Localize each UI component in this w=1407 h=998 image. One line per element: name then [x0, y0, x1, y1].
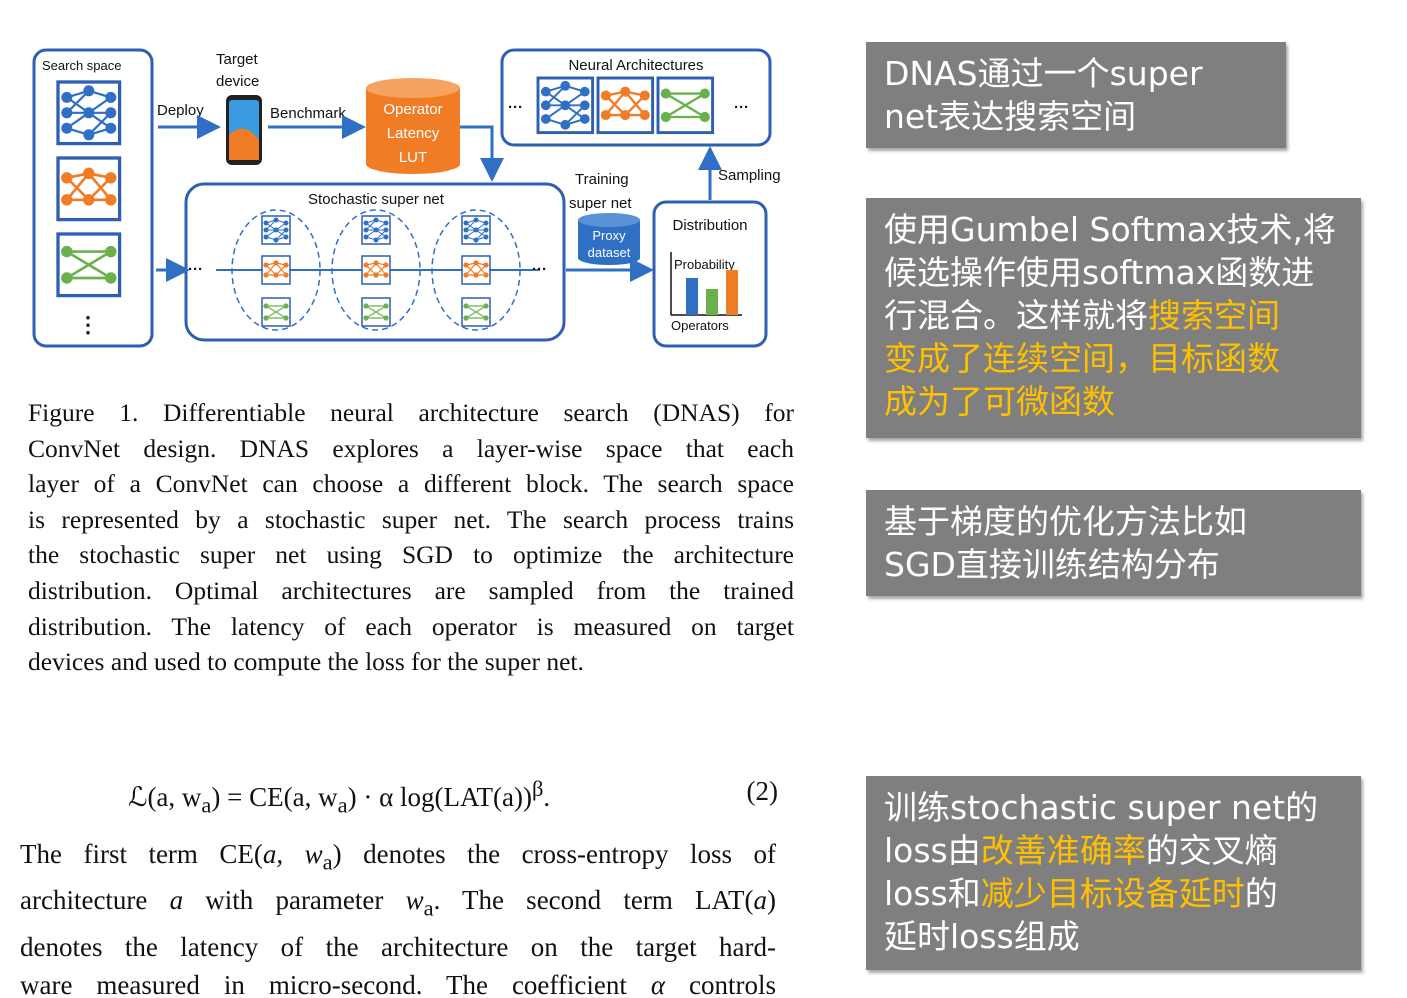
- search-space-label: Search space: [42, 58, 122, 73]
- phone-icon: [226, 95, 262, 165]
- lut-label-2: Latency: [387, 125, 440, 142]
- proxy-dataset-icon: Proxy dataset: [578, 213, 640, 265]
- target-device-label-1: Target: [216, 51, 259, 68]
- dnas-diagram: Search space ⋮ Deploy Target device Benc…: [32, 48, 781, 348]
- search-space-panel: Search space ⋮: [32, 48, 154, 348]
- stochastic-super-net-label: Stochastic super net: [308, 191, 445, 208]
- caption-line: devices and used to compute the loss for…: [28, 647, 584, 677]
- ellipsis-right: ···: [734, 99, 749, 116]
- sampling-label: Sampling: [718, 167, 781, 184]
- paragraph-line: denotes the latency of the architecture …: [20, 931, 776, 962]
- caption-line: the stochastic super net using SGD to op…: [28, 540, 794, 570]
- ellipsis-left: ···: [508, 99, 523, 116]
- proxy-label-2: dataset: [588, 245, 631, 260]
- vertical-ellipsis: ⋮: [77, 312, 99, 337]
- caption-line: distribution. Optimal architectures are …: [28, 575, 794, 605]
- lut-database-icon: Operator Latency LUT: [366, 78, 460, 174]
- loss-equation: ℒ(a, wa) = CE(a, wa) · α log(LAT(a))β. (…: [128, 776, 778, 818]
- operators-label: Operators: [671, 318, 729, 333]
- neural-architectures-label: Neural Architectures: [568, 57, 703, 74]
- neural-architectures-panel: Neural Architectures ··· ···: [500, 48, 772, 147]
- target-device-label-2: device: [216, 73, 259, 90]
- training-label-1: Training: [575, 171, 629, 188]
- caption-line: is represented by a stochastic super net…: [28, 504, 794, 534]
- note-supernet: DNAS通过一个super net表达搜索空间: [866, 42, 1286, 148]
- equation-formula: ℒ(a, wa) = CE(a, wa) · α log(LAT(a))β.: [128, 776, 551, 818]
- paragraph-line: The first term CE(a, wa) denotes the cro…: [20, 839, 776, 875]
- benchmark-label: Benchmark: [270, 105, 346, 122]
- paragraph-line: architecture a with parameter wa. The se…: [20, 885, 776, 921]
- caption-line: layer of a ConvNet can choose a differen…: [28, 469, 794, 499]
- lut-label-1: Operator: [383, 101, 442, 118]
- body-paragraph: The first term CE(a, wa) denotes the cro…: [20, 835, 776, 998]
- blue-block-icon: [56, 80, 122, 146]
- proxy-label-1: Proxy: [592, 228, 626, 243]
- caption-line: ConvNet design. DNAS explores a layer-wi…: [28, 433, 794, 463]
- dist-bar-green: [706, 289, 718, 315]
- dist-bar-orange: [726, 270, 738, 315]
- svg-text:···: ···: [532, 261, 547, 278]
- stochastic-super-net-panel: Stochastic super net ···: [156, 182, 566, 342]
- probability-label: Probability: [674, 257, 735, 272]
- distribution-label: Distribution: [672, 217, 747, 234]
- training-label-2: super net: [569, 195, 632, 212]
- deploy-label: Deploy: [157, 102, 204, 119]
- svg-text:···: ···: [188, 261, 203, 278]
- caption-line: distribution. The latency of each operat…: [28, 611, 794, 641]
- distribution-panel: Distribution Probability Operators: [652, 200, 768, 348]
- green-block-icon: [56, 232, 122, 298]
- lut-label-3: LUT: [399, 149, 427, 166]
- note-loss-composition: 训练stochastic super net的 loss由改善准确率的交叉熵 l…: [866, 776, 1361, 970]
- orange-block-icon: [56, 156, 122, 222]
- equation-number: (2): [746, 776, 778, 806]
- note-gradient-optimization: 基于梯度的优化方法比如 SGD直接训练结构分布: [866, 490, 1361, 596]
- note-gumbel-softmax: 使用Gumbel Softmax技术,将 候选操作使用softmax函数进 行混…: [866, 198, 1361, 438]
- dist-bar-blue: [686, 278, 698, 315]
- paragraph-line: ware measured in micro-second. The coeff…: [20, 969, 776, 998]
- figure-caption: Figure 1. Differentiable neural architec…: [28, 395, 794, 680]
- caption-line: Figure 1. Differentiable neural architec…: [28, 398, 794, 427]
